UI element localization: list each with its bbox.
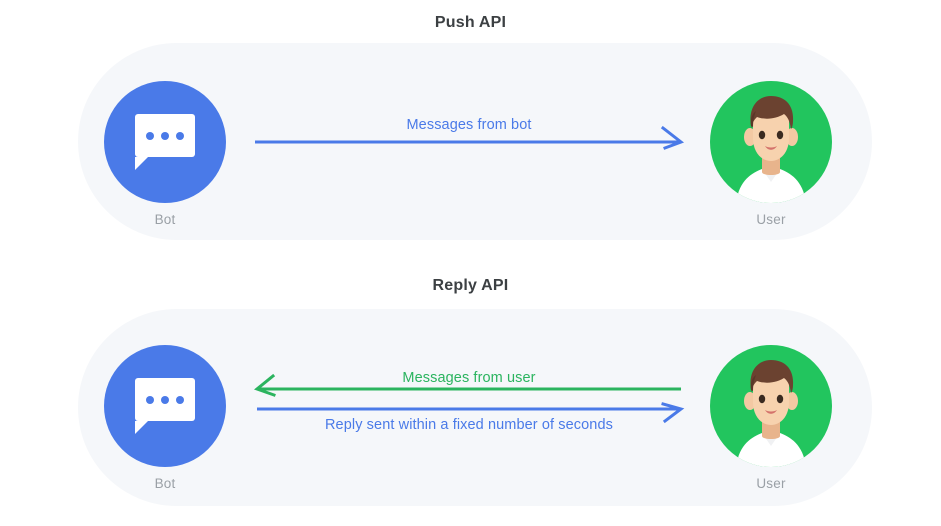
person-avatar-svg (736, 360, 806, 467)
bubble-body (135, 114, 195, 157)
messages-from-user-arrow (253, 373, 681, 397)
reply-api-arrows (253, 373, 685, 424)
chat-bubble-icon (104, 81, 226, 203)
push-user-actor: User (691, 81, 851, 227)
reply-bot-actor: Bot (85, 345, 245, 491)
bubble-tail (135, 421, 148, 434)
push-bot-label: Bot (154, 212, 176, 227)
dot-1 (146, 131, 154, 140)
push-user-label: User (756, 212, 786, 227)
person-avatar-icon (710, 81, 832, 203)
bubble-tail (135, 157, 148, 170)
person-avatar-svg (736, 96, 806, 203)
push-messages-from-bot-arrow (255, 125, 685, 150)
reply-user-label: User (756, 476, 786, 491)
push-bot-actor: Bot (85, 81, 245, 227)
person-avatar-icon (710, 345, 832, 467)
bubble-body (135, 378, 195, 421)
dot-2 (161, 395, 169, 404)
reply-user-actor: User (691, 345, 851, 491)
reply-api-title: Reply API (432, 277, 509, 294)
push-api-title: Push API (434, 14, 507, 31)
reply-blue-arrow-label: Reply sent within a fixed number of seco… (324, 417, 613, 433)
dot-3 (176, 395, 184, 404)
reply-sent-arrow (257, 402, 685, 424)
chat-bubble-icon (104, 345, 226, 467)
dot-1 (146, 395, 154, 404)
dot-2 (161, 131, 169, 140)
dot-3 (176, 131, 184, 140)
bubble-dots (135, 378, 195, 421)
bubble-dots (135, 114, 195, 157)
reply-green-arrow-label: Messages from user (402, 370, 536, 386)
push-arrow-label: Messages from bot (406, 117, 532, 133)
reply-bot-label: Bot (154, 476, 176, 491)
